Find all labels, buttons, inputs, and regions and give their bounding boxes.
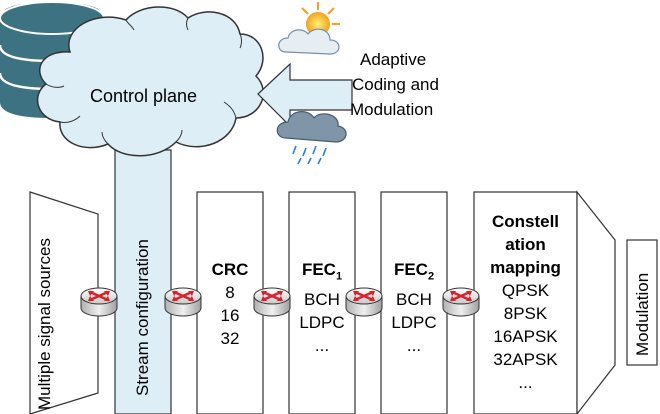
constellation-block <box>473 191 578 414</box>
crc-item: 32 <box>220 329 240 348</box>
modulation-funnel <box>576 190 616 414</box>
fec1-item: ... <box>314 336 330 356</box>
crc-item: 8 <box>225 283 235 302</box>
constellation-title-line: mapping <box>490 258 561 277</box>
router-icon <box>345 287 383 317</box>
fec2-item: LDPC <box>391 313 437 333</box>
constellation-item: QPSK <box>501 281 550 300</box>
crc-item: 16 <box>220 306 240 325</box>
acm-label-line1: Adaptive <box>360 50 427 69</box>
crc-text: CRC 8 16 32 <box>197 258 263 350</box>
sun-cloud-icon <box>278 2 340 55</box>
crc-title: CRC <box>211 260 249 279</box>
fec1-subscript: 1 <box>335 270 343 283</box>
signal-sources-label: Multiple signal sources <box>35 238 54 410</box>
fec1-item: LDPC <box>299 313 345 333</box>
stream-configuration-label: Stream configuration <box>133 239 152 396</box>
fec1-block <box>288 191 356 414</box>
constellation-title-line: ation <box>505 235 546 254</box>
modulation-label: Modulation <box>633 272 652 356</box>
fec1-title: FEC <box>301 260 336 279</box>
fec2-text: FEC2 BCH LDPC ... <box>381 258 447 357</box>
constellation-item: 8PSK <box>503 304 548 323</box>
acm-label-line2: Coding and <box>352 75 439 94</box>
constellation-item: 16APSK <box>493 327 558 346</box>
fec2-block <box>380 191 448 414</box>
acm-label-line3: Modulation <box>350 100 434 119</box>
fec1-item: BCH <box>304 290 340 310</box>
fec2-title: FEC <box>393 260 428 279</box>
router-icon <box>442 287 480 317</box>
fec2-item: ... <box>406 336 422 356</box>
fec2-subscript: 2 <box>427 270 435 283</box>
fec2-item: BCH <box>396 290 432 310</box>
fec1-text: FEC1 BCH LDPC ... <box>289 258 355 357</box>
control-plane-label: Control plane <box>90 86 198 106</box>
router-icon <box>80 287 118 317</box>
modulation-block <box>626 239 658 366</box>
router-icon <box>164 287 202 317</box>
constellation-item: 32APSK <box>493 350 558 369</box>
constellation-text: Constell ation mapping QPSK 8PSK 16APSK … <box>474 210 577 394</box>
control-plane-cloud <box>36 6 265 157</box>
constellation-item: ... <box>518 373 533 392</box>
constellation-title-line: Constell <box>491 212 560 231</box>
router-icon <box>253 287 291 317</box>
rain-cloud-icon <box>276 111 347 165</box>
signal-sources-block <box>29 191 99 414</box>
